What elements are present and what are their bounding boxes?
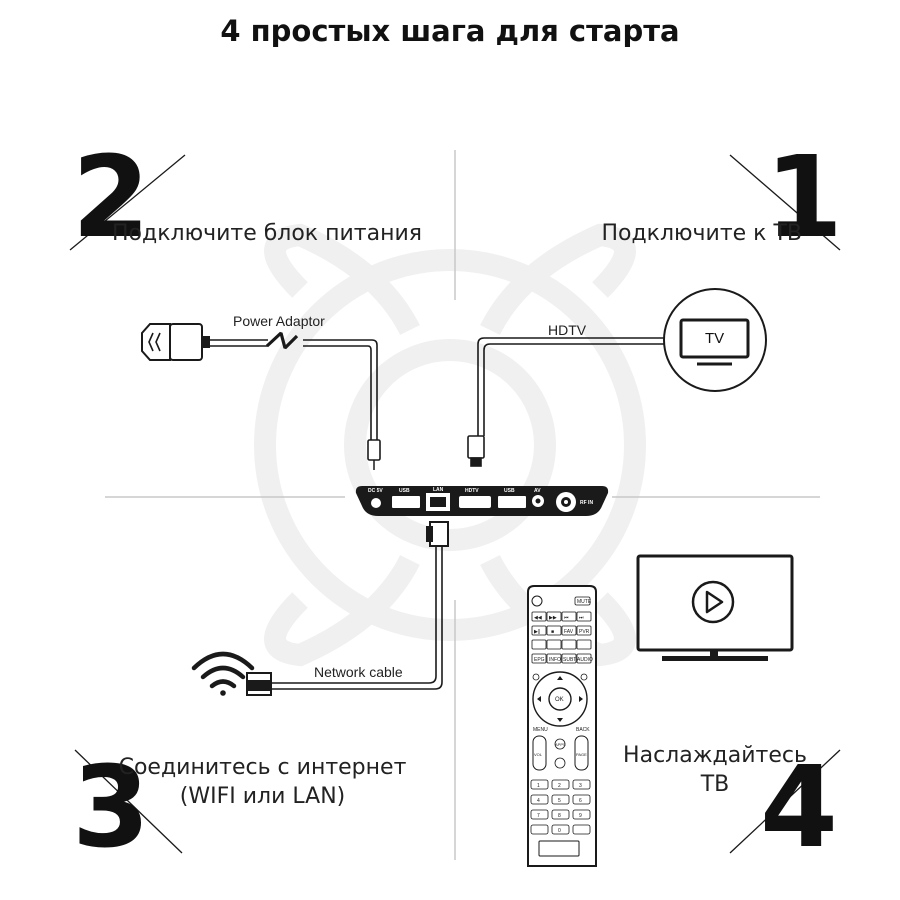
power-adaptor-label: Power Adaptor — [233, 313, 325, 329]
remote-key-fav: FAV — [564, 629, 574, 635]
remote-key-2: 2 — [558, 783, 561, 789]
port-label-lan: LAN — [433, 487, 444, 493]
remote-apps-label: APPS — [555, 742, 566, 747]
set-top-box — [355, 486, 609, 516]
hdmi-cable — [467, 337, 668, 467]
remote-key-play: ▶|| — [534, 629, 540, 635]
lan-cable — [272, 521, 449, 690]
remote-vol-label: VOL — [534, 752, 543, 757]
remote-key-6: 6 — [579, 798, 582, 804]
remote-key-ff: ▶▶ — [549, 615, 557, 621]
remote-key-3: 3 — [579, 783, 582, 789]
step-4-number: 4 — [760, 743, 838, 873]
port-label-dc: DC 5V — [368, 488, 383, 494]
step-diagonals — [69, 154, 841, 854]
remote-key-prev: ⏮ — [564, 615, 569, 621]
lightning-icon — [265, 331, 299, 350]
remote-key-pvr: PVR — [579, 629, 590, 635]
step-3-text: Соединитесь с интернет (WIFI или LAN) — [118, 755, 407, 809]
network-cable-label: Network cable — [314, 664, 403, 680]
page-title: 4 простых шага для старта — [220, 14, 680, 48]
port-label-rf: RF IN — [580, 500, 593, 506]
remote-key-1: 1 — [537, 783, 540, 789]
remote-key-9: 9 — [579, 813, 582, 819]
remote-key-epg: EPG — [534, 657, 545, 663]
remote-mute-label: MUTE — [577, 599, 592, 605]
remote-key-next: ⏭ — [579, 615, 584, 621]
remote-key-0: 0 — [558, 828, 561, 834]
remote-control-icon — [527, 585, 597, 867]
remote-key-info: INFO — [549, 657, 561, 663]
step-2-number: 2 — [72, 133, 150, 263]
tv-icon-label: TV — [705, 330, 725, 347]
wifi-router-plug — [246, 672, 272, 696]
power-cable — [209, 339, 381, 470]
remote-key-7: 7 — [537, 813, 540, 819]
port-label-usb1: USB — [399, 488, 410, 494]
remote-key-audio: AUDIO — [577, 657, 593, 663]
port-label-usb2: USB — [504, 488, 515, 494]
step-3-diagonal — [74, 749, 183, 854]
remote-back-label: BACK — [576, 727, 590, 733]
step-1-diagonal — [729, 154, 841, 251]
step-1-number: 1 — [765, 133, 843, 263]
step-4-diagonal — [729, 749, 841, 854]
port-label-av: AV — [534, 488, 541, 494]
remote-key-rew: ◀◀ — [534, 615, 542, 621]
tv-circle-icon — [663, 288, 767, 392]
tv-play-icon — [636, 554, 794, 661]
step-2-diagonal — [69, 154, 186, 251]
step-2-text: Подключите блок питания — [112, 221, 422, 246]
step-3-number: 3 — [72, 743, 150, 873]
step-1-text: Подключите к ТВ — [601, 221, 802, 246]
remote-key-subt: SUBT — [563, 657, 576, 663]
step-4-text: Наслаждайтесь ТВ — [623, 743, 807, 797]
remote-menu-label: MENU — [533, 727, 548, 733]
port-label-hdtv: HDTV — [465, 488, 479, 494]
quadrant-dividers — [105, 150, 820, 860]
remote-key-4: 4 — [537, 798, 540, 804]
remote-page-label: PAGE — [576, 752, 587, 757]
hdtv-label: HDTV — [548, 322, 587, 338]
remote-key-stop: ■ — [551, 629, 554, 635]
remote-key-8: 8 — [558, 813, 561, 819]
wifi-icon — [191, 651, 255, 696]
remote-key-5: 5 — [558, 798, 561, 804]
power-plug-icon — [141, 323, 210, 361]
remote-ok-label: OK — [555, 697, 564, 703]
